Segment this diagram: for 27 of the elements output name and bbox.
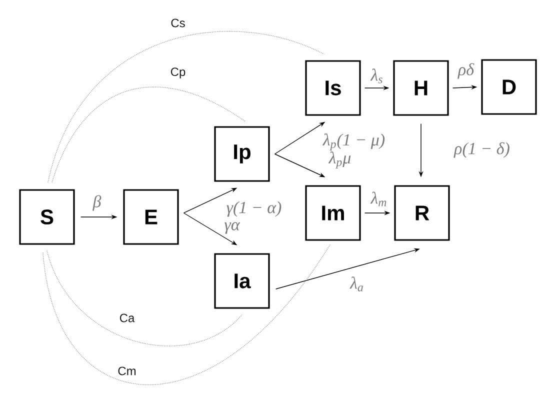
compartment-box: Ip xyxy=(214,126,270,182)
compartment-box: R xyxy=(394,185,450,241)
edge-label: λ$_{p}$(1 − μ) xyxy=(322,133,385,151)
edge-label: Cm xyxy=(118,366,136,376)
compartment-box: S xyxy=(19,189,75,245)
edge-label: γα xyxy=(224,222,240,234)
compartment-box: E xyxy=(123,189,179,245)
dotted-curve xyxy=(52,86,246,183)
dotted-curve xyxy=(48,31,325,183)
compartment-box: Ia xyxy=(214,253,270,309)
compartment-box: Is xyxy=(305,60,361,116)
edge-label: Ca xyxy=(120,314,135,322)
dotted-curve xyxy=(46,250,242,346)
edge-label: β xyxy=(92,195,102,211)
edge-label: γ(1 − α) xyxy=(226,201,282,217)
compartment-box: D xyxy=(481,59,537,115)
edge-label: Cp xyxy=(170,68,186,78)
edge-label: Cs xyxy=(171,18,185,28)
edge-label: λ$_{m}$ xyxy=(370,192,386,206)
compartment-box: H xyxy=(393,60,449,116)
edge-label: λ$_{s}$ xyxy=(370,68,382,84)
compartment-box: Im xyxy=(305,185,361,241)
edge-label: λ$_{p}$μ xyxy=(328,151,351,169)
dotted-curve xyxy=(42,244,330,386)
edge-label: ρ(1 − δ) xyxy=(454,142,510,158)
edge-label: ρδ xyxy=(458,63,474,79)
edge-label: λ$_{a}$ xyxy=(350,276,363,292)
